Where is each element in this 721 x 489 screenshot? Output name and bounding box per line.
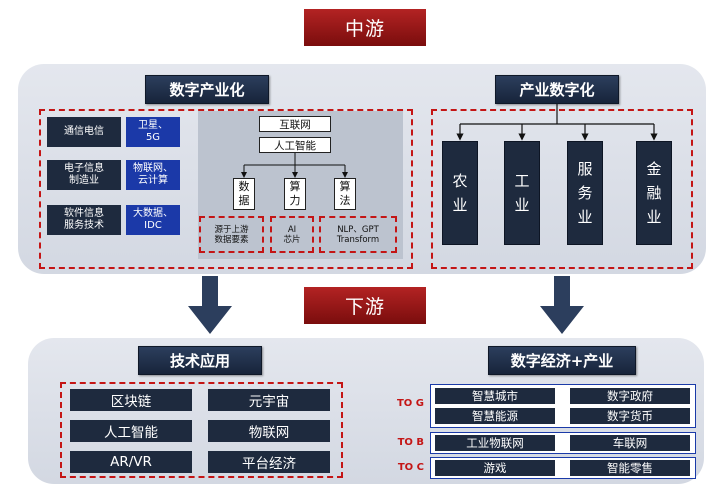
nlp-gpt-box: NLP、GPT Transform xyxy=(319,216,397,253)
econ-smart-city: 智慧城市 xyxy=(435,388,555,404)
digital-industrialization-title: 数字产业化 xyxy=(145,75,269,104)
econ-smart-energy: 智慧能源 xyxy=(435,408,555,424)
econ-connected-vehicles: 车联网 xyxy=(570,435,690,451)
internet-box: 互联网 xyxy=(259,116,331,132)
tech-ar-vr: AR/VR xyxy=(70,451,192,473)
digital-industrialization-frame xyxy=(39,109,413,269)
tech-application-frame xyxy=(60,382,343,478)
sector-services: 服 务 业 xyxy=(567,141,603,245)
tech-blockchain: 区块链 xyxy=(70,389,192,411)
sector-agriculture: 农 业 xyxy=(442,141,478,245)
industrial-digitalization-title: 产业数字化 xyxy=(495,75,619,104)
to-b-label: TO B xyxy=(397,436,424,448)
algorithm-pillar: 算 法 xyxy=(334,178,356,210)
midstream-title: 中游 xyxy=(304,9,426,46)
tech-platform-economy: 平台经济 xyxy=(208,451,330,473)
down-arrow-right xyxy=(540,276,584,334)
digital-economy-title: 数字经济+产业 xyxy=(488,346,636,375)
tech-application-title: 技术应用 xyxy=(138,346,262,375)
sector-industry: 工 业 xyxy=(504,141,540,245)
telecom-box: 通信电信 xyxy=(47,117,121,147)
sector-finance: 金 融 业 xyxy=(636,141,672,245)
electronics-box: 电子信息 制造业 xyxy=(47,160,121,190)
econ-industrial-iot: 工业物联网 xyxy=(435,435,555,451)
data-pillar: 数 据 xyxy=(233,178,255,210)
econ-digital-currency: 数字货币 xyxy=(570,408,690,424)
sector-tree-connectors xyxy=(456,104,658,141)
to-g-label: TO G xyxy=(396,397,424,409)
satellite-5g-box: 卫星、 5G xyxy=(126,117,180,147)
iot-cloud-box: 物联网、 云计算 xyxy=(126,160,180,190)
compute-pillar: 算 力 xyxy=(284,178,306,210)
tech-ai: 人工智能 xyxy=(70,420,192,442)
down-arrow-left xyxy=(188,276,232,334)
tech-iot: 物联网 xyxy=(208,420,330,442)
ai-chip-box: AI 芯片 xyxy=(270,216,314,253)
econ-digital-government: 数字政府 xyxy=(570,388,690,404)
econ-gaming: 游戏 xyxy=(435,460,555,476)
data-source-box: 源于上游 数据要素 xyxy=(199,216,264,253)
ai-tree-connectors xyxy=(241,153,348,178)
ai-box: 人工智能 xyxy=(259,137,331,153)
tech-metaverse: 元宇宙 xyxy=(208,389,330,411)
to-c-label: TO C xyxy=(397,461,424,473)
downstream-title: 下游 xyxy=(304,287,426,324)
econ-smart-retail: 智能零售 xyxy=(570,460,690,476)
software-box: 软件信息 服务技术 xyxy=(47,205,121,235)
bigdata-idc-box: 大数据、 IDC xyxy=(126,205,180,235)
industrial-digitalization-frame xyxy=(431,109,693,269)
